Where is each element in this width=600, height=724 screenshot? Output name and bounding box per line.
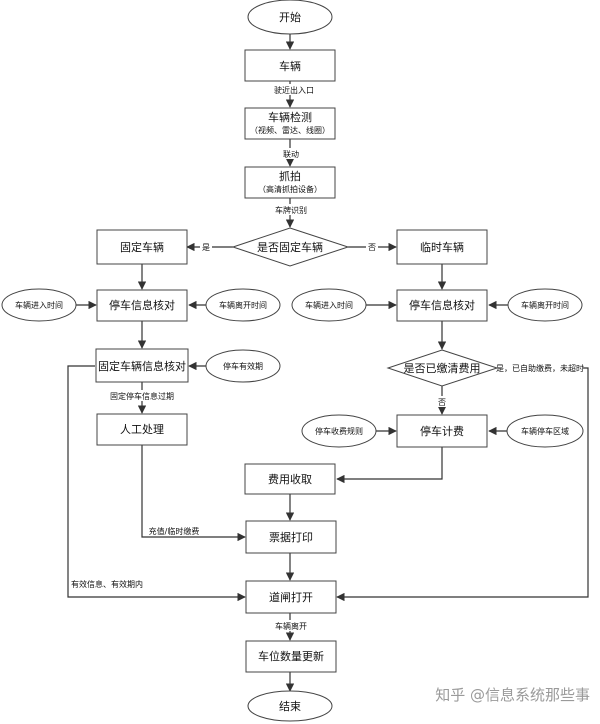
node-billing: 停车计费 [396, 414, 488, 448]
side-leave-time-right: 车辆离开时间 [507, 288, 583, 322]
node-fee-collect-label: 费用收取 [268, 472, 312, 486]
node-billing-label: 停车计费 [420, 424, 464, 438]
label-fixed-expired: 固定停车信息过期 [110, 391, 174, 401]
node-capture: 抓拍 （高清抓拍设备） [244, 166, 336, 199]
node-gate-open-label: 道闸打开 [269, 590, 313, 604]
node-end: 结束 [247, 690, 333, 722]
label-no: 否 [368, 243, 376, 252]
edge-paid-gate [336, 367, 589, 602]
node-manual-label: 人工处理 [120, 423, 164, 436]
side-leave-time-right-label: 车辆离开时间 [521, 300, 569, 310]
side-enter-time-left-label: 车辆进入时间 [15, 300, 63, 310]
node-temp-vehicle: 临时车辆 [396, 229, 488, 265]
node-park-check-left: 停车信息核对 [96, 289, 188, 322]
side-enter-time-left: 车辆进入时间 [1, 288, 77, 322]
label-paid-no: 否 [438, 398, 446, 407]
node-fixed-vehicle-label: 固定车辆 [120, 240, 164, 254]
node-fixed-vehicle: 固定车辆 [96, 229, 188, 265]
node-ticket-print-label: 票据打印 [269, 530, 313, 544]
node-slot-update: 车位数量更新 [245, 640, 337, 673]
edge-billing-fee [336, 447, 443, 484]
node-is-paid-label: 是否已缴清费用 [404, 361, 481, 375]
side-park-area-label: 车辆停车区域 [521, 426, 569, 436]
side-valid-period-label: 停车有效期 [223, 361, 263, 371]
label-valid-info: 有效信息、有效期内 [71, 579, 143, 589]
node-manual: 人工处理 [96, 413, 188, 446]
side-leave-time-left-label: 车辆离开时间 [219, 300, 267, 310]
label-vehicle-leave: 车辆离开 [275, 621, 307, 631]
side-park-area: 车辆停车区域 [506, 414, 584, 448]
label-recharge: 充值/临时缴费 [149, 526, 200, 536]
node-fee-collect: 费用收取 [244, 463, 336, 495]
label-yes: 是 [202, 243, 210, 252]
node-start-label: 开始 [279, 10, 301, 24]
node-is-fixed-label: 是否固定车辆 [257, 240, 323, 254]
label-near-gate: 驶近出入口 [274, 85, 314, 95]
node-vehicle-label: 车辆 [279, 59, 301, 73]
node-fixed-check: 固定车辆信息核对 [95, 348, 189, 383]
node-ticket-print: 票据打印 [245, 520, 337, 554]
label-paid-no-timeout: 是，已自助缴费，未超时 [496, 363, 584, 373]
node-capture-label: 抓拍 [279, 169, 301, 183]
node-is-paid: 是否已缴清费用 [386, 349, 499, 387]
side-fee-rules: 停车收费规则 [301, 414, 377, 448]
node-is-fixed: 是否固定车辆 [231, 227, 350, 267]
node-detect: 车辆检测 （视频、雷达、线圈） [244, 107, 336, 140]
label-plate-recognition: 车牌识别 [275, 205, 307, 215]
label-linkage: 联动 [283, 149, 299, 159]
edge-labels: 驶近出入口 联动 车牌识别 是 否 固定停车信息过期 是，已自助缴费，未超时 否… [70, 84, 584, 631]
node-end-label: 结束 [279, 700, 301, 713]
watermark: 知乎 @信息系统那些事 [435, 686, 590, 704]
node-temp-vehicle-label: 临时车辆 [420, 240, 464, 254]
node-park-check-right-label: 停车信息核对 [409, 298, 475, 312]
side-leave-time-left: 车辆离开时间 [205, 288, 281, 322]
node-detect-label: 车辆检测 [268, 110, 312, 124]
node-vehicle: 车辆 [244, 49, 336, 82]
node-capture-sub: （高清抓拍设备） [258, 184, 322, 194]
node-park-check-left-label: 停车信息核对 [109, 298, 175, 312]
edge-manual-ticket [141, 445, 246, 542]
node-start: 开始 [247, 0, 333, 35]
side-enter-time-right-label: 车辆进入时间 [305, 300, 353, 310]
node-detect-sub: （视频、雷达、线圈） [250, 125, 330, 135]
side-fee-rules-label: 停车收费规则 [315, 426, 363, 436]
side-valid-period: 停车有效期 [205, 349, 281, 383]
side-enter-time-right: 车辆进入时间 [291, 288, 367, 322]
node-fixed-check-label: 固定车辆信息核对 [98, 359, 186, 373]
node-gate-open: 道闸打开 [245, 580, 337, 614]
node-park-check-right: 停车信息核对 [396, 289, 488, 322]
edge-fixedcheck-gate [67, 365, 246, 602]
node-slot-update-label: 车位数量更新 [258, 649, 324, 663]
